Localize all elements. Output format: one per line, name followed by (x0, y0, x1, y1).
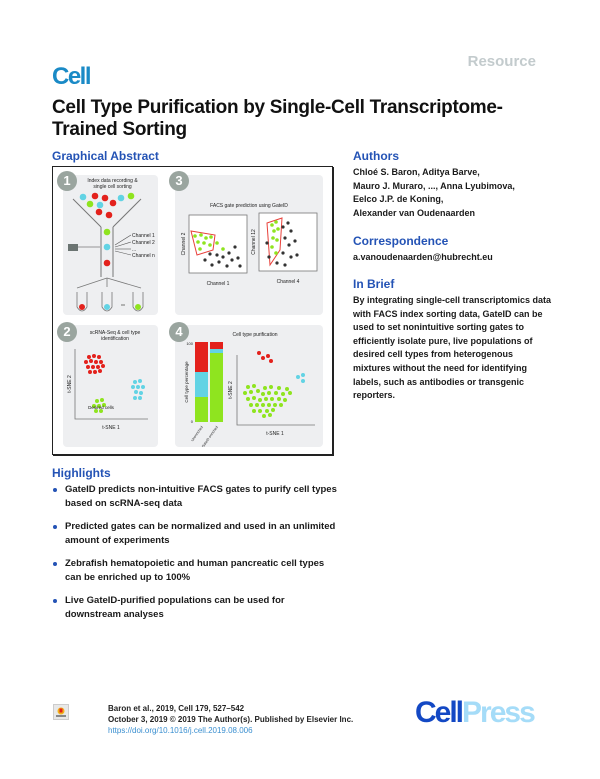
cellpress-logo-cell: Cell (415, 696, 464, 729)
bullet-icon (53, 525, 57, 529)
bullet-icon (53, 599, 57, 603)
panel-1-title: Index data recording & single cell sorti… (87, 178, 138, 190)
bar-ylabel: Cell type percentage (184, 361, 189, 403)
citation: Baron et al., 2019, Cell 179, 527–542 (108, 704, 245, 713)
highlight-item: Live GateID-purified populations can be … (52, 594, 342, 622)
citation-block: Baron et al., 2019, Cell 179, 527–542 Oc… (108, 703, 353, 736)
author-line[interactable]: Mauro J. Muraro, ..., Anna Lyubimova, (353, 180, 515, 191)
author-line[interactable]: Alexander van Oudenaarden (353, 207, 476, 218)
panel-2: scRNA-Seq & cell type identification Des… (63, 325, 158, 447)
panel-4-title: Cell type purification (232, 332, 278, 338)
panel-3: FACS gate prediction using GateID (175, 175, 323, 315)
panel-2-badge: 2 (57, 322, 77, 342)
bar-category-unenriched: Unenriched (190, 425, 204, 442)
bar-category-enriched: GateID enriched (201, 425, 219, 447)
panel-3-badge: 3 (169, 171, 189, 191)
panel-1-badge: 1 (57, 171, 77, 191)
panel-3-title: FACS gate prediction using GateID (210, 203, 288, 209)
channel-ellipsis-label: ... (132, 247, 136, 253)
correspondence-email[interactable]: a.vanoudenaarden@hubrecht.eu (353, 252, 493, 262)
panel-4-ylabel: t-SNE 2 (228, 381, 234, 399)
purification-chart: 100 0 Cell type percentage Unenriched Ga… (184, 341, 315, 447)
plot-b-xlabel: Channel 4 (277, 279, 300, 285)
doi-link[interactable]: https://doi.org/10.1016/j.cell.2019.08.0… (108, 726, 253, 735)
cellpress-logo-press: Press (462, 696, 536, 729)
plot-a-xlabel: Channel 1 (207, 281, 230, 287)
channel-n-label: Channel n (132, 253, 155, 259)
panel-4-badge: 4 (169, 322, 189, 342)
cellpress-logo[interactable]: CellPress (415, 696, 536, 730)
authors-heading: Authors (353, 149, 399, 163)
bullet-icon (53, 562, 57, 566)
journal-logo[interactable]: Cell (52, 63, 92, 90)
date-copyright: October 3, 2019 © 2019 The Author(s). Pu… (108, 715, 354, 724)
highlight-item: Zebrafish hematopoietic and human pancre… (52, 557, 342, 585)
highlight-item: Predicted gates can be normalized and us… (52, 520, 342, 548)
check-for-updates-icon[interactable] (53, 704, 69, 720)
author-line[interactable]: Chloé S. Baron, Aditya Barve, (353, 167, 480, 177)
highlights-heading: Highlights (52, 466, 111, 480)
desired-cells-label: Desired cells (88, 405, 115, 410)
facs-gate-plots: Channel 1 Channel 4 Channel 2 Channel 12 (181, 212, 318, 287)
bullet-icon (53, 488, 57, 492)
panel-2-ylabel: t-SNE 2 (67, 375, 73, 393)
panel-4: Cell type purification 100 0 Cell type p… (175, 325, 323, 447)
in-brief-text: By integrating single-cell transcriptomi… (353, 295, 552, 401)
highlight-item: GateID predicts non-intuitive FACS gates… (52, 483, 342, 511)
authors-list: Chloé S. Baron, Aditya Barve, Mauro J. M… (353, 166, 563, 220)
bar-tick-0: 0 (191, 419, 194, 424)
author-line[interactable]: Eelco J.P. de Koning, (353, 194, 444, 205)
panel-2-xlabel: t-SNE 1 (102, 425, 120, 431)
page-title: Cell Type Purification by Single-Cell Tr… (52, 97, 503, 140)
plot-b-ylabel: Channel 12 (251, 229, 257, 255)
correspondence-heading: Correspondence (353, 234, 449, 248)
highlights-list: GateID predicts non-intuitive FACS gates… (52, 483, 342, 631)
panel-2-title: scRNA-Seq & cell type identification (89, 330, 141, 342)
panel-1: Index data recording & single cell sorti… (63, 175, 158, 315)
bar-tick-100: 100 (186, 341, 193, 346)
sorting-funnel-diagram: Channel 1 Channel 2 ... Channel n (68, 192, 155, 312)
channel-1-label: Channel 1 (132, 233, 155, 239)
graphical-abstract-heading: Graphical Abstract (52, 149, 159, 163)
channel-2-label: Channel 2 (132, 240, 155, 246)
graphical-abstract-figure[interactable]: Index data recording & single cell sorti… (52, 166, 333, 455)
article-type-label: Resource (467, 53, 536, 70)
plot-a-ylabel: Channel 2 (181, 232, 187, 255)
in-brief-heading: In Brief (353, 277, 395, 291)
tsne-clusters-plot: Desired cells t-SNE 1 t-SNE 2 (67, 349, 148, 431)
panel-4-xlabel: t-SNE 1 (266, 431, 284, 437)
